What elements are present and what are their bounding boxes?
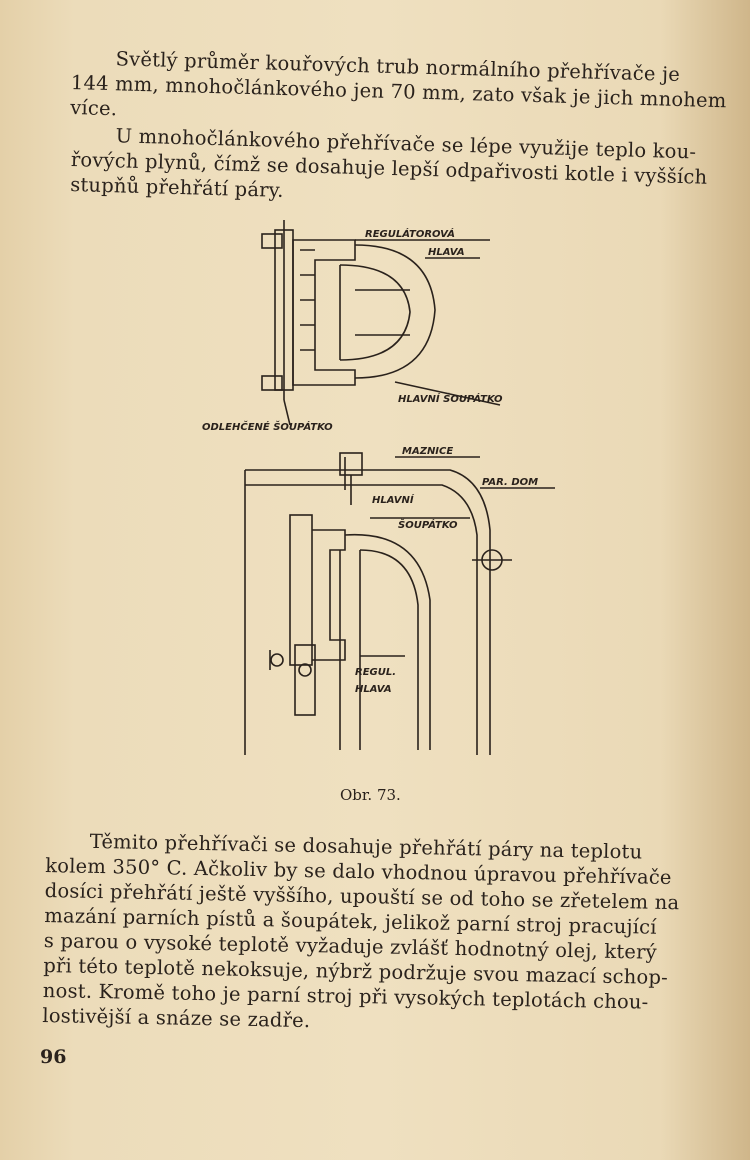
label-regulatorova: REGULÁTOROVÁ bbox=[365, 227, 455, 240]
label-hlavni-soupatko-top: HLAVNÍ ŠOUPÁTKO bbox=[398, 391, 503, 405]
label-odlehcene-soupatko: ODLEHČENÉ ŠOUPÁTKO bbox=[202, 419, 333, 433]
label-par-dom: PAR. DOM bbox=[482, 477, 538, 488]
label-regul: REGUL. bbox=[355, 667, 396, 678]
label-maznice: MAZNICE bbox=[402, 446, 453, 457]
figure-73-drawing: REGULÁTOROVÁ HLAVA HLAVNÍ ŠOUPÁTKO ODLEH… bbox=[202, 220, 555, 755]
figure-labels: REGULÁTOROVÁ HLAVA HLAVNÍ ŠOUPÁTKO ODLEH… bbox=[202, 227, 538, 695]
upper-regulator-head bbox=[261, 220, 436, 400]
page-number: 96 bbox=[40, 1046, 67, 1068]
label-hlavni: HLAVNÍ bbox=[372, 493, 415, 506]
paragraph-3: Těmito přehřívači se dosahuje přehřátí p… bbox=[42, 828, 686, 1040]
label-soupatko: ŠOUPÁTKO bbox=[398, 517, 458, 531]
figure-caption: Obr. 73. bbox=[340, 786, 401, 804]
label-hlava-bottom: HLAVA bbox=[355, 684, 392, 695]
label-hlava: HLAVA bbox=[428, 247, 465, 258]
lower-steam-dome bbox=[244, 452, 512, 755]
